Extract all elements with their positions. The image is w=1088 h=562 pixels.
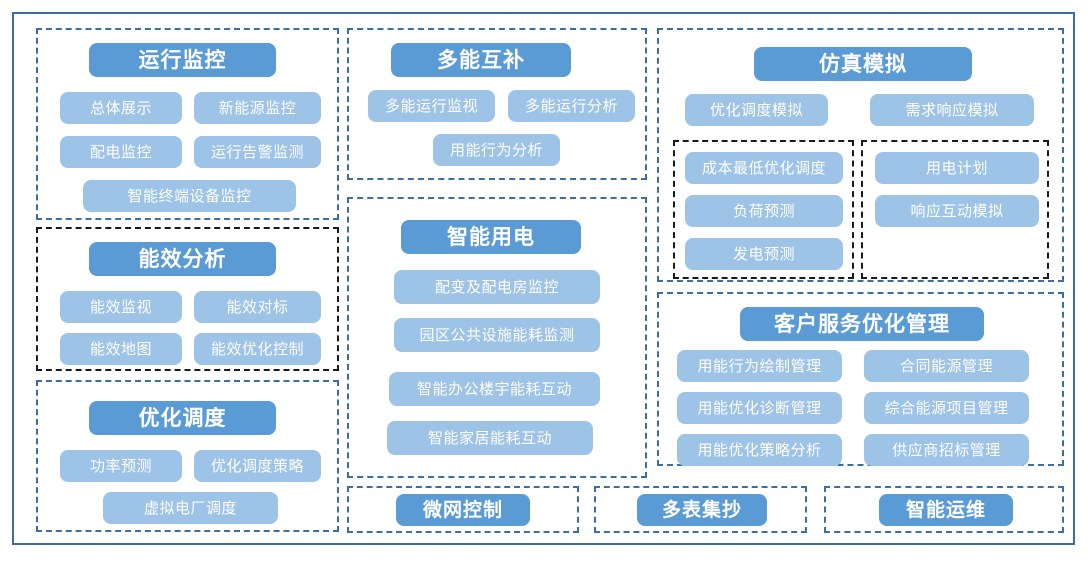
item-integrated-energy-project-management[interactable]: 综合能源项目管理 — [864, 392, 1029, 424]
item-efficiency-map[interactable]: 能效地图 — [60, 333, 182, 365]
item-energy-optimization-diagnosis-management[interactable]: 用能优化诊断管理 — [677, 392, 842, 424]
item-efficiency-benchmarking[interactable]: 能效对标 — [194, 291, 321, 323]
panel-title-optimal-dispatch: 优化调度 — [89, 401, 276, 435]
item-optimal-dispatch-simulation[interactable]: 优化调度模拟 — [685, 94, 828, 126]
panel-multi-meter-reading[interactable]: 多表集抄 — [594, 486, 807, 533]
item-new-energy-monitoring[interactable]: 新能源监控 — [194, 92, 321, 124]
item-lowest-cost-dispatch[interactable]: 成本最低优化调度 — [685, 152, 843, 184]
item-smart-office-building-energy-interaction[interactable]: 智能办公楼宇能耗互动 — [389, 372, 600, 406]
panel-smart-ops[interactable]: 智能运维 — [824, 486, 1064, 533]
item-park-facility-energy-monitoring[interactable]: 园区公共设施能耗监测 — [394, 318, 600, 352]
panel-title-smart-ops: 智能运维 — [879, 494, 1013, 526]
item-multi-energy-operation-monitor[interactable]: 多能运行监视 — [368, 90, 495, 122]
panel-title-energy-efficiency: 能效分析 — [89, 242, 276, 276]
simulation-response-group: 用电计划 响应互动模拟 — [861, 140, 1049, 279]
item-dispatch-strategy[interactable]: 优化调度策略 — [194, 450, 321, 482]
panel-title-microgrid-control: 微网控制 — [396, 494, 530, 526]
item-power-forecast[interactable]: 功率预测 — [60, 450, 182, 482]
simulation-forecast-group: 成本最低优化调度 负荷预测 发电预测 — [673, 140, 854, 279]
item-operation-alarm-monitoring[interactable]: 运行告警监测 — [194, 136, 321, 168]
panel-simulation[interactable]: 仿真模拟 优化调度模拟 需求响应模拟 成本最低优化调度 负荷预测 发电预测 用电… — [657, 28, 1064, 282]
panel-customer-service-optimization[interactable]: 客户服务优化管理 用能行为绘制管理 用能优化诊断管理 用能优化策略分析 合同能源… — [657, 292, 1064, 466]
item-supplier-bidding-management[interactable]: 供应商招标管理 — [864, 434, 1029, 466]
item-generation-forecast[interactable]: 发电预测 — [685, 238, 843, 270]
item-transformer-substation-monitoring[interactable]: 配变及配电房监控 — [394, 270, 600, 304]
item-contract-energy-management[interactable]: 合同能源管理 — [864, 350, 1029, 382]
panel-smart-power[interactable]: 智能用电 配变及配电房监控 园区公共设施能耗监测 智能办公楼宇能耗互动 智能家居… — [347, 197, 647, 478]
panel-title-multi-energy: 多能互补 — [391, 43, 571, 77]
item-multi-energy-operation-analysis[interactable]: 多能运行分析 — [508, 90, 635, 122]
architecture-diagram-frame: 运行监控 总体展示 新能源监控 配电监控 运行告警监测 智能终端设备监控 能效分… — [12, 12, 1075, 545]
item-energy-optimization-strategy-analysis[interactable]: 用能优化策略分析 — [677, 434, 842, 466]
item-virtual-power-plant-dispatch[interactable]: 虚拟电厂调度 — [103, 492, 278, 524]
panel-microgrid-control[interactable]: 微网控制 — [347, 486, 579, 533]
item-distribution-monitoring[interactable]: 配电监控 — [60, 136, 182, 168]
panel-optimal-dispatch[interactable]: 优化调度 功率预测 优化调度策略 虚拟电厂调度 — [36, 380, 339, 532]
item-overall-display[interactable]: 总体展示 — [60, 92, 182, 124]
panel-title-smart-power: 智能用电 — [401, 220, 581, 254]
panel-title-simulation: 仿真模拟 — [754, 47, 972, 81]
item-smart-terminal-device-monitoring[interactable]: 智能终端设备监控 — [83, 180, 296, 212]
panel-title-operation-monitoring: 运行监控 — [89, 43, 276, 77]
item-load-forecast[interactable]: 负荷预测 — [685, 195, 843, 227]
item-demand-response-simulation[interactable]: 需求响应模拟 — [870, 94, 1034, 126]
item-efficiency-optimization-control[interactable]: 能效优化控制 — [194, 333, 321, 365]
item-efficiency-monitor[interactable]: 能效监视 — [60, 291, 182, 323]
item-smart-home-energy-interaction[interactable]: 智能家居能耗互动 — [387, 421, 593, 455]
item-power-usage-plan[interactable]: 用电计划 — [875, 152, 1039, 184]
panel-title-customer-service-optimization: 客户服务优化管理 — [740, 307, 984, 341]
item-energy-behavior-profiling-management[interactable]: 用能行为绘制管理 — [677, 350, 842, 382]
panel-multi-energy[interactable]: 多能互补 多能运行监视 多能运行分析 用能行为分析 — [347, 28, 647, 180]
item-energy-behavior-analysis[interactable]: 用能行为分析 — [433, 134, 560, 166]
panel-energy-efficiency[interactable]: 能效分析 能效监视 能效对标 能效地图 能效优化控制 — [36, 227, 339, 371]
panel-title-multi-meter-reading: 多表集抄 — [637, 494, 767, 526]
item-response-interaction-simulation[interactable]: 响应互动模拟 — [875, 195, 1039, 227]
panel-operation-monitoring[interactable]: 运行监控 总体展示 新能源监控 配电监控 运行告警监测 智能终端设备监控 — [36, 28, 339, 220]
